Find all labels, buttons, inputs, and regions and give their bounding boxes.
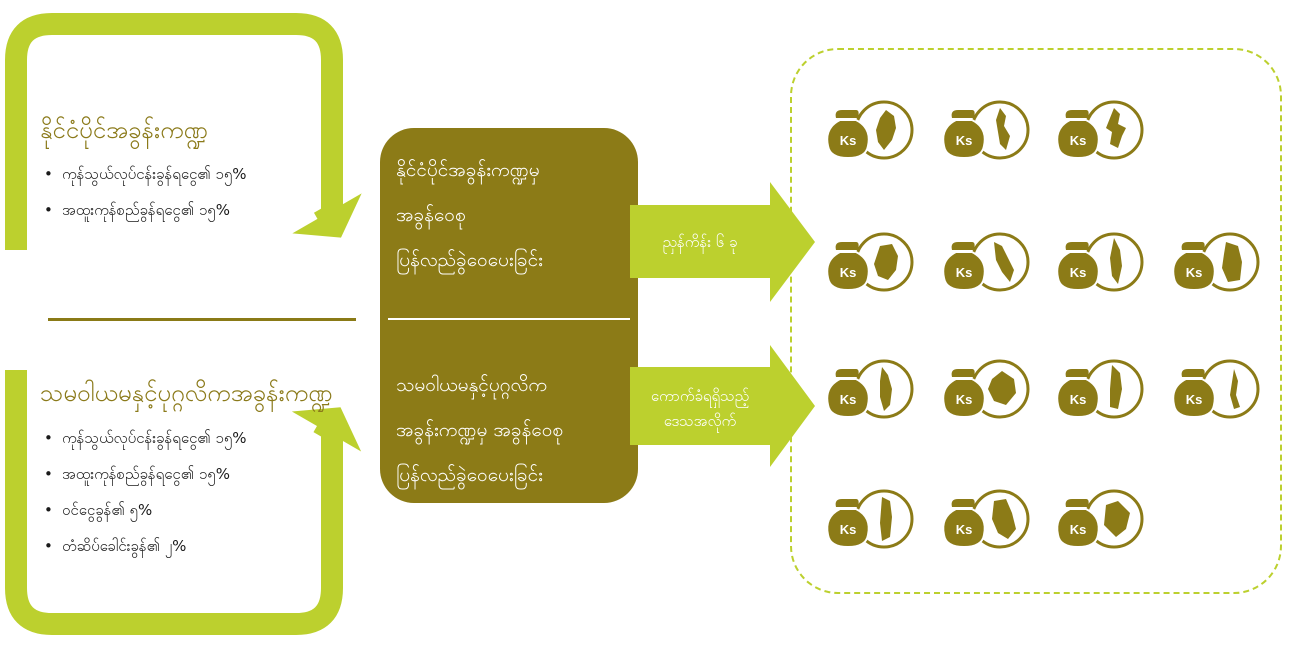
bottom-arrow-label-1: ကောက်ခံရရှိသည့် [650,387,750,405]
currency-label: Ks [1186,265,1203,280]
section-divider [48,318,356,321]
money-bag-icon: Ks [1056,369,1100,419]
money-bag-icon: Ks [826,499,870,549]
private-sector-list: ကုန်သွယ်လုပ်ငန်းခွန်ရငွေ၏ ၁၅% အထူးကုန်စည… [44,428,247,572]
currency-label: Ks [840,392,857,407]
region-item: Ks [1052,355,1152,425]
region-item: Ks [938,228,1038,298]
currency-label: Ks [1070,133,1087,148]
region-item: Ks [822,485,922,555]
region-item: Ks [1052,96,1152,166]
list-item: အထူးကုန်စည်ခွန်ရငွေ၏ ၁၅% [44,464,247,500]
region-item: Ks [938,485,1038,555]
region-item: Ks [1052,485,1152,555]
money-bag-icon: Ks [1056,499,1100,549]
currency-label: Ks [1070,392,1087,407]
box-top-line-1: နိုင်ငံပိုင်အခွန်းကဏ္ဍမှ [396,159,540,181]
union-budget-list: ကုန်သွယ်လုပ်ငန်းခွန်ရငွေ၏ ၁၅% အထူးကုန်စည… [44,164,247,236]
regions-container [790,48,1282,594]
money-bag-icon: Ks [826,242,870,292]
currency-label: Ks [1186,392,1203,407]
region-item: Ks [1168,355,1268,425]
region-item: Ks [938,355,1038,425]
union-budget-title: နိုင်ငံပိုင်အခွန်းကဏ္ဍ [40,116,208,144]
region-item: Ks [1168,228,1268,298]
currency-label: Ks [956,265,973,280]
top-arrow-head [292,193,362,238]
currency-label: Ks [956,133,973,148]
top-arrow-label: ညှန်ကိန်း ၆ ခု [662,233,738,251]
money-bag-icon: Ks [1172,369,1216,419]
right-arrows [630,182,815,467]
box-bottom-line-3: ပြန်လည်ခွဲဝေပေးခြင်း [396,464,543,486]
currency-label: Ks [956,522,973,537]
list-item: ဝင်ငွေခွန်၏ ၅% [44,500,247,536]
money-bag-icon: Ks [942,499,986,549]
region-item: Ks [1052,228,1152,298]
region-item: Ks [822,96,922,166]
box-bottom-line-2: အခွန်းကဏ္ဍမှ အခွန်ဝေစု [396,419,564,441]
region-map-icon [1084,100,1144,160]
top-bracket [5,13,343,250]
bottom-bracket [5,370,343,635]
currency-label: Ks [840,522,857,537]
region-map-icon [1084,489,1144,549]
list-item: တံဆိပ်ခေါင်းခွန်၏ ၂% [44,536,247,572]
currency-label: Ks [840,265,857,280]
region-map-icon [970,489,1030,549]
region-map-icon [854,232,914,292]
private-sector-title: သမဝါယမနှင့်ပုဂ္ဂလိကအခွန်းကဏ္ဍ [40,379,333,407]
bottom-arrow-label-2: ဒေသအလိုက် [663,412,737,430]
money-bag-icon: Ks [1056,110,1100,160]
box-bottom-line-1: သမဝါယမနှင့်ပုဂ္ဂလိက [396,374,547,396]
currency-label: Ks [956,392,973,407]
currency-label: Ks [1070,265,1087,280]
allocation-box [380,128,638,503]
list-item: ကုန်သွယ်လုပ်ငန်းခွန်ရငွေ၏ ၁၅% [44,164,247,200]
bottom-right-arrow [630,345,815,467]
currency-label: Ks [1070,522,1087,537]
money-bag-icon: Ks [826,369,870,419]
box-top-line-3: ပြန်လည်ခွဲဝေပေးခြင်း [396,249,543,271]
money-bag-icon: Ks [942,242,986,292]
top-right-arrow [630,182,815,302]
left-frames [5,13,362,635]
region-item: Ks [938,96,1038,166]
region-map-icon [854,100,914,160]
box-top-line-2: အခွန်ဝေစု [396,204,466,226]
money-bag-icon: Ks [1172,242,1216,292]
money-bag-icon: Ks [942,369,986,419]
currency-label: Ks [840,133,857,148]
allocation-box-divider [388,318,630,320]
money-bag-icon: Ks [1056,242,1100,292]
money-bag-icon: Ks [942,110,986,160]
region-item: Ks [822,228,922,298]
list-item: ကုန်သွယ်လုပ်ငန်းခွန်ရငွေ၏ ၁၅% [44,428,247,464]
bottom-arrow-head [291,407,362,452]
money-bag-icon: Ks [826,110,870,160]
region-item: Ks [822,355,922,425]
list-item: အထူးကုန်စည်ခွန်ရငွေ၏ ၁၅% [44,200,247,236]
